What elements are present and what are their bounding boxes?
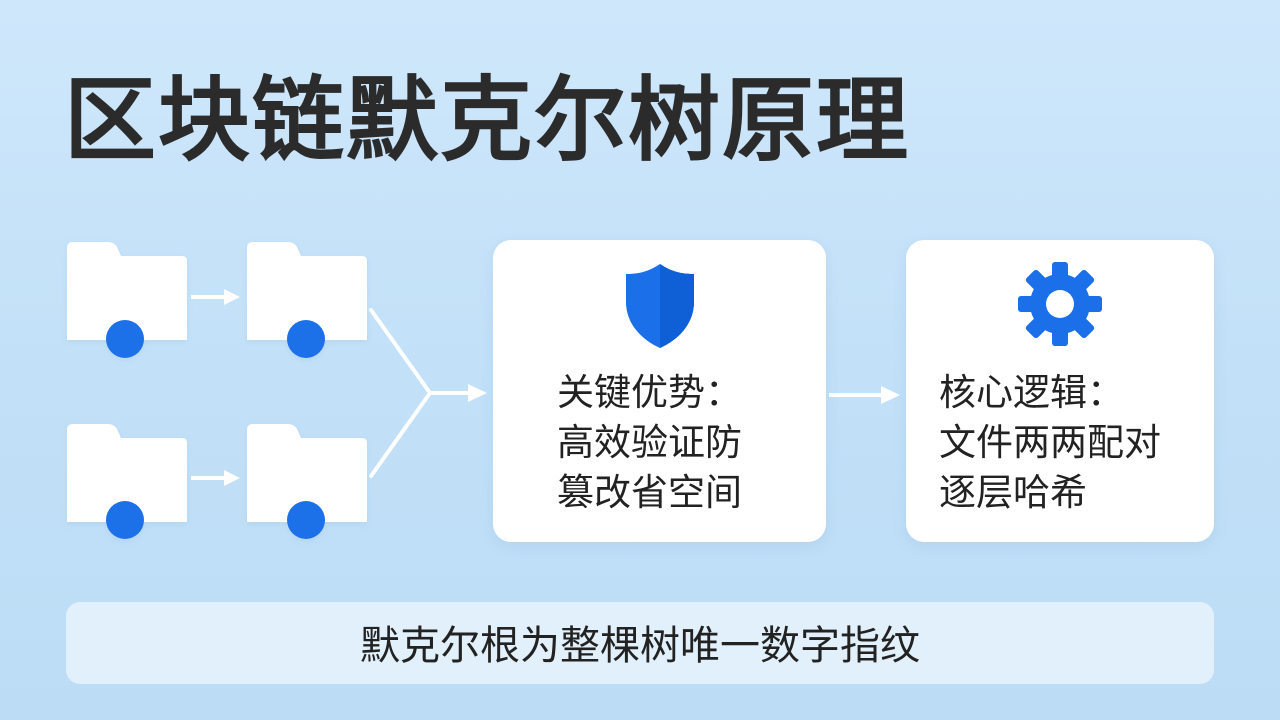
advantage-line: 篡改省空间 (557, 471, 742, 514)
logic-card: 核心逻辑： 文件两两配对 逐层哈希 (906, 240, 1214, 542)
advantage-line: 高效验证防 (557, 421, 742, 464)
node-dot (106, 501, 144, 539)
logic-line: 核心逻辑： (939, 371, 1124, 414)
arrow-right-icon (191, 289, 240, 305)
folder-icon (247, 424, 367, 539)
logic-line: 文件两两配对 (939, 421, 1161, 464)
footer-text: 默克尔根为整棵树唯一数字指纹 (360, 623, 920, 669)
node-dot (287, 501, 325, 539)
node-dot (106, 320, 144, 358)
logic-line: 逐层哈希 (939, 471, 1087, 514)
node-dot (287, 320, 325, 358)
advantage-line: 关键优势： (557, 371, 742, 414)
page-title: 区块链默克尔树原理 (64, 67, 911, 174)
gear-icon (1016, 260, 1104, 352)
advantage-card: 关键优势： 高效验证防 篡改省空间 (493, 240, 826, 542)
folder-icon (67, 242, 187, 358)
shield-icon (624, 262, 696, 354)
advantage-text: 关键优势： 高效验证防 篡改省空间 (557, 368, 742, 518)
arrow-right-icon (829, 386, 900, 404)
folder-icon (247, 242, 367, 358)
arrow-right-icon (191, 470, 240, 486)
footer-banner: 默克尔根为整棵树唯一数字指纹 (66, 602, 1214, 684)
logic-text: 核心逻辑： 文件两两配对 逐层哈希 (939, 368, 1161, 518)
folder-icon (67, 424, 187, 539)
merge-connector (369, 308, 487, 478)
